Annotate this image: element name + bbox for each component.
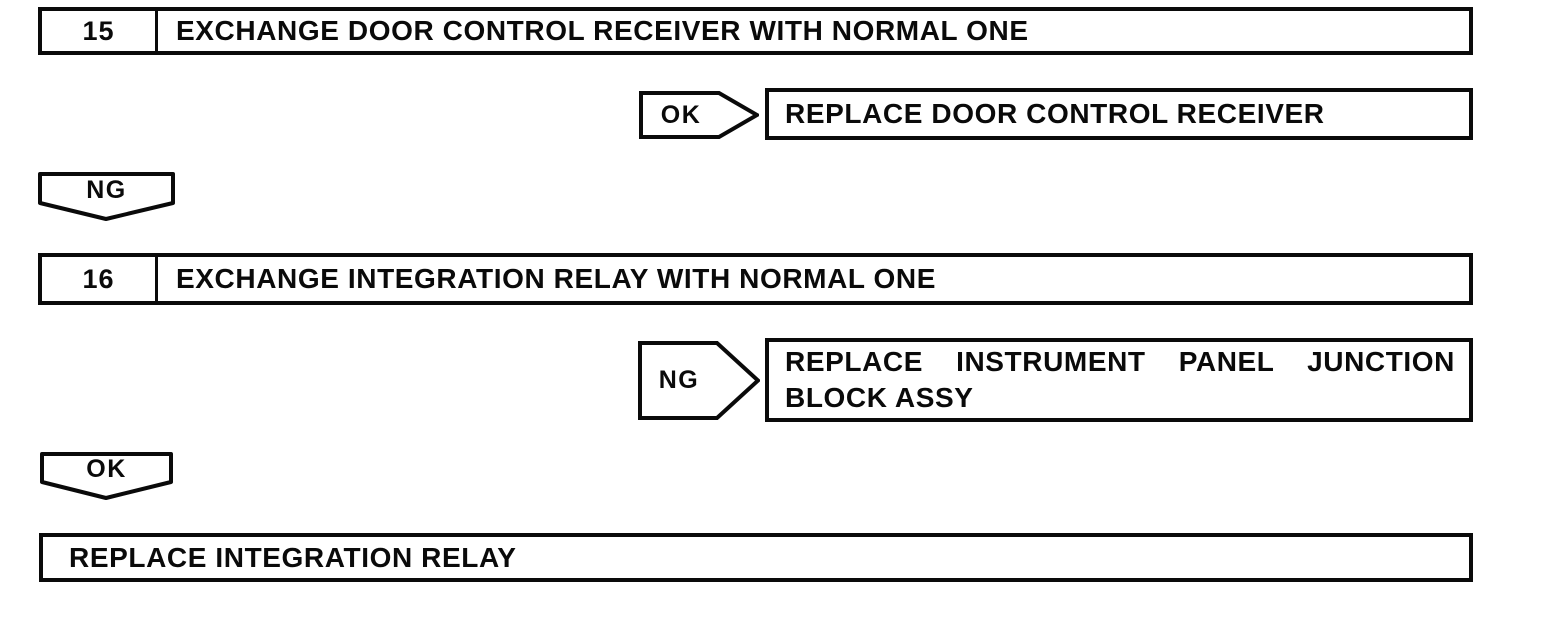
replace-door-control-receiver-text: REPLACE DOOR CONTROL RECEIVER bbox=[785, 98, 1325, 129]
right-arrow-pentagon-icon bbox=[638, 341, 760, 420]
step-16-title: EXCHANGE INTEGRATION RELAY WITH NORMAL O… bbox=[176, 263, 936, 294]
ng-continue-label: NG bbox=[86, 175, 127, 204]
ng-continue-flag: NG bbox=[38, 172, 175, 222]
replace-junction-block-line1: REPLACE INSTRUMENT PANEL JUNCTION bbox=[785, 346, 1455, 377]
final-result-text: REPLACE INTEGRATION RELAY bbox=[69, 541, 517, 573]
ok-arrow-label: OK bbox=[660, 100, 702, 129]
final-result-box: REPLACE INTEGRATION RELAY bbox=[39, 533, 1473, 582]
down-flag-icon bbox=[40, 452, 173, 500]
ng-arrow-tag: NG bbox=[638, 341, 760, 420]
replace-junction-block-line2: BLOCK ASSY bbox=[785, 382, 974, 413]
step-16-number: 16 bbox=[42, 257, 158, 301]
ng-arrow-label: NG bbox=[658, 366, 700, 394]
ok-arrow-tag: OK bbox=[639, 91, 759, 139]
ok-continue-flag: OK bbox=[40, 452, 173, 500]
ok-continue-label: OK bbox=[86, 455, 127, 483]
step-15-number: 15 bbox=[42, 11, 158, 51]
step-15-box: 15 EXCHANGE DOOR CONTROL RECEIVER WITH N… bbox=[38, 7, 1473, 55]
replace-door-control-receiver-box: REPLACE DOOR CONTROL RECEIVER bbox=[765, 88, 1473, 140]
step-16-box: 16 EXCHANGE INTEGRATION RELAY WITH NORMA… bbox=[38, 253, 1473, 305]
right-arrow-pentagon-icon bbox=[639, 91, 759, 139]
step-15-title: EXCHANGE DOOR CONTROL RECEIVER WITH NORM… bbox=[176, 15, 1029, 46]
replace-junction-block-box: REPLACE INSTRUMENT PANEL JUNCTION BLOCK … bbox=[765, 338, 1473, 422]
down-flag-icon bbox=[38, 172, 175, 221]
